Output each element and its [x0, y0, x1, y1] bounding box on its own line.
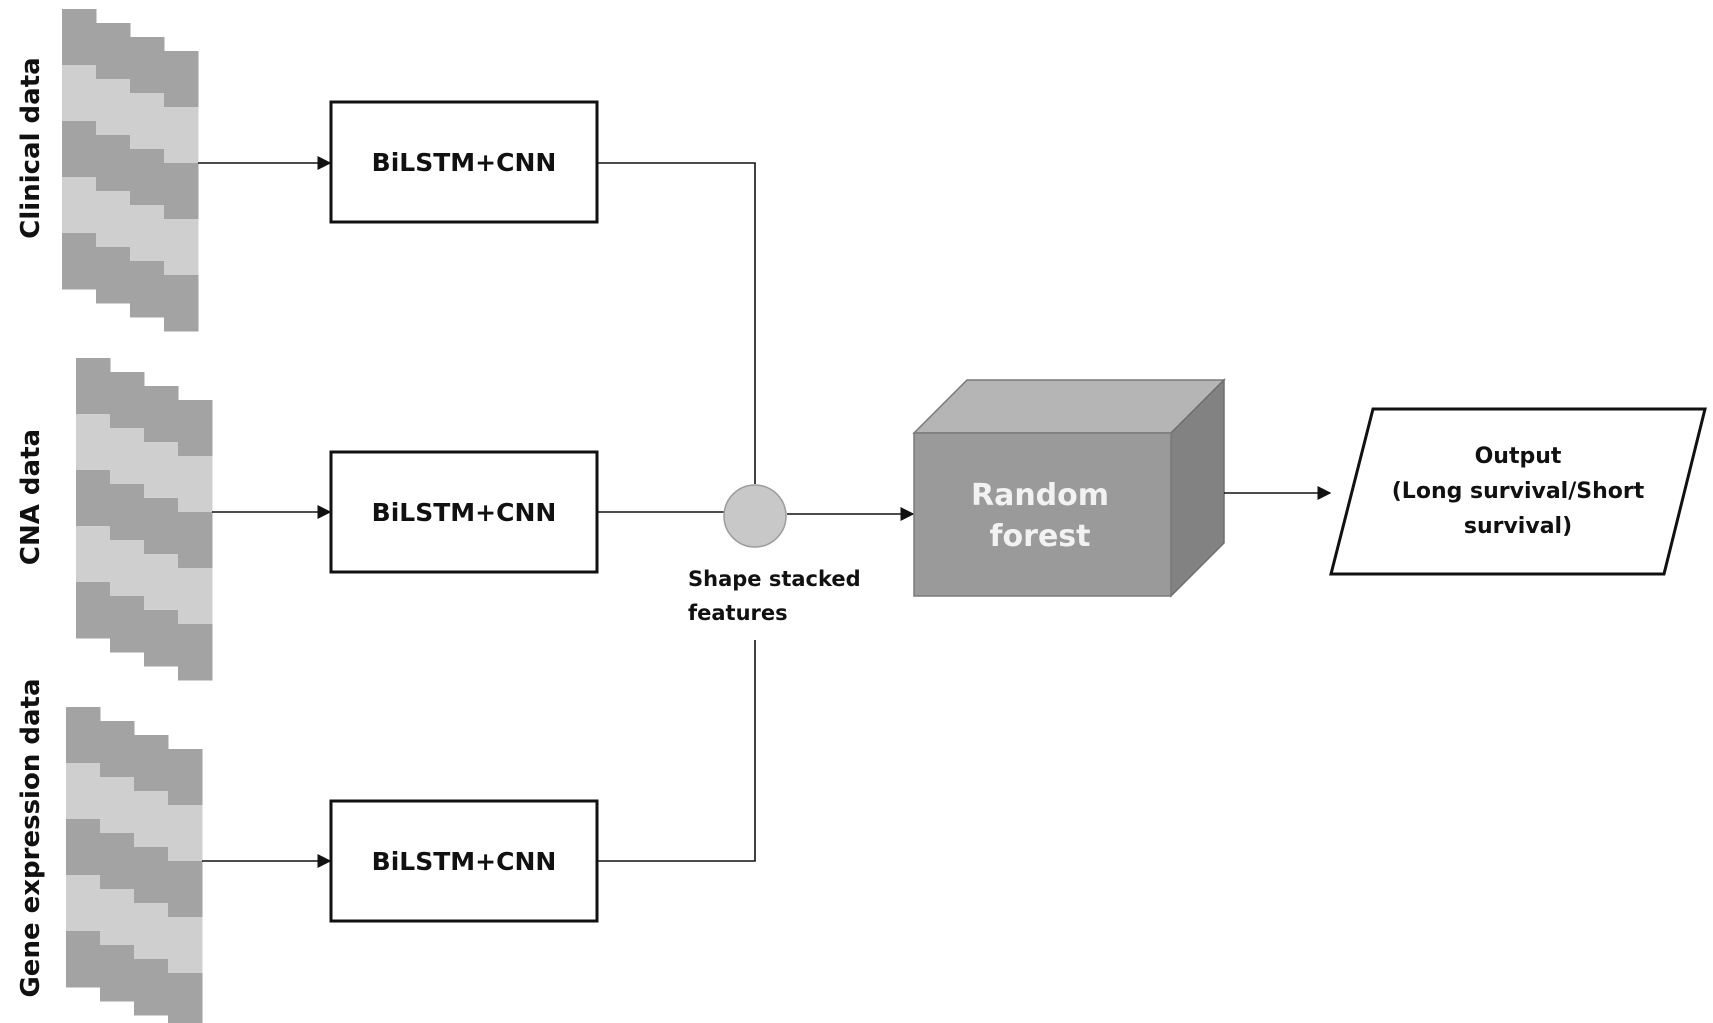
stack-band [164, 275, 199, 332]
stack-band [100, 777, 135, 834]
stack-band [100, 833, 135, 890]
model-label-gene-expression: BiLSTM+CNN [372, 847, 557, 876]
stack-band [66, 931, 101, 988]
stack-band [178, 568, 213, 625]
stack-band [62, 65, 97, 122]
output-label-line3: survival) [1464, 514, 1572, 539]
stack-band [178, 400, 213, 457]
stack-band [130, 205, 165, 262]
stack-band [168, 749, 203, 806]
stack-band [62, 177, 97, 234]
stack-band [110, 596, 145, 653]
stack-band [168, 973, 203, 1023]
stack-band [76, 582, 111, 639]
merge-label-line2: features [688, 601, 788, 625]
stack-band [130, 149, 165, 206]
gene-expression-data-stack-icon [66, 707, 203, 1023]
stack-band [134, 847, 169, 904]
stack-band [178, 624, 213, 681]
stack-band [164, 219, 199, 276]
merge-node [723, 484, 787, 548]
stack-band [134, 903, 169, 960]
model-box-cna: BiLSTM+CNN [329, 450, 599, 574]
stack-band [134, 791, 169, 848]
stack-band [110, 372, 145, 429]
merge-label-line1: Shape stacked [688, 567, 861, 591]
stack-band [96, 135, 131, 192]
stack-band [96, 79, 131, 136]
stack-band [62, 233, 97, 290]
stack-band [130, 37, 165, 94]
stack-band [144, 442, 179, 499]
random-forest-box: Random forest [912, 378, 1226, 598]
stack-band [100, 945, 135, 1002]
random-forest-box-front [913, 432, 1172, 597]
stack-band [66, 819, 101, 876]
stack-band [100, 889, 135, 946]
stack-band [168, 861, 203, 918]
stack-band [178, 512, 213, 569]
input-label-cna: CNA data [16, 429, 46, 565]
stack-band [66, 763, 101, 820]
output-label-line2: (Long survival/Short [1392, 479, 1645, 504]
stack-band [76, 414, 111, 471]
output-box: Output (Long survival/Short survival) [1329, 407, 1707, 576]
stack-band [76, 470, 111, 527]
stack-band [168, 805, 203, 862]
model-box-gene-expression: BiLSTM+CNN [329, 799, 599, 923]
stack-band [66, 707, 101, 764]
clinical-data-stack-icon [62, 9, 199, 332]
stack-band [168, 917, 203, 974]
random-forest-label-line2: forest [989, 519, 1090, 554]
stack-band [130, 93, 165, 150]
input-label-gene-expression: Gene expression data [16, 678, 46, 997]
stack-band [164, 163, 199, 220]
stack-band [76, 526, 111, 583]
output-label-line1: Output [1475, 444, 1562, 469]
input-label-clinical: Clinical data [16, 57, 46, 238]
cna-data-stack-icon [76, 358, 213, 681]
stack-band [144, 610, 179, 667]
stack-band [164, 51, 199, 108]
stack-band [130, 261, 165, 318]
stack-band [144, 386, 179, 443]
random-forest-label-line1: Random [971, 478, 1109, 513]
stack-band [100, 721, 135, 778]
connector-gene-to-merge [597, 640, 756, 862]
stack-band [96, 191, 131, 248]
stack-band [96, 247, 131, 304]
stack-band [76, 358, 111, 415]
stack-band [62, 9, 97, 66]
stack-band [62, 121, 97, 178]
stack-band [66, 875, 101, 932]
stack-band [134, 959, 169, 1016]
stack-band [110, 484, 145, 541]
model-label-clinical: BiLSTM+CNN [372, 148, 557, 177]
model-box-clinical: BiLSTM+CNN [329, 100, 599, 224]
stack-band [164, 107, 199, 164]
stack-band [144, 498, 179, 555]
stack-band [110, 540, 145, 597]
connector-clinical-to-merge [597, 162, 756, 484]
random-forest-box-top [912, 379, 1226, 434]
stack-band [96, 23, 131, 80]
stack-band [110, 428, 145, 485]
stack-band [134, 735, 169, 792]
stack-band [178, 456, 213, 513]
model-label-cna: BiLSTM+CNN [372, 498, 557, 527]
stack-band [144, 554, 179, 611]
